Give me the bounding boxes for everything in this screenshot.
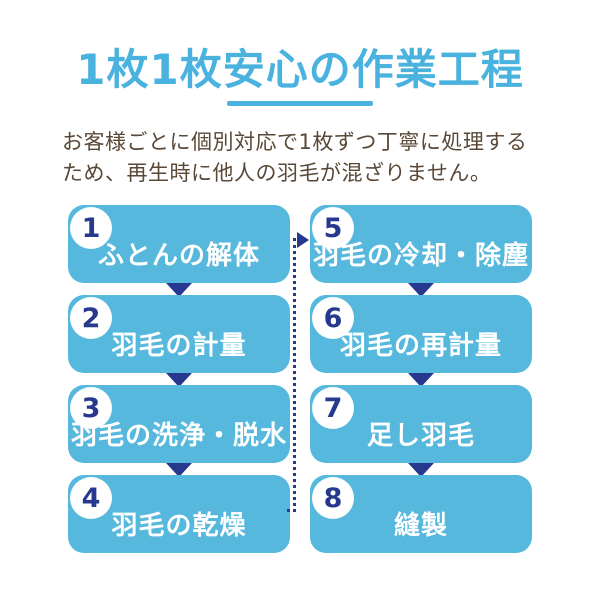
- step-box-1: 1 ふとんの解体: [68, 205, 290, 283]
- right-arrow-icon: [297, 232, 309, 248]
- step-label: 羽毛の再計量: [339, 330, 502, 361]
- down-arrow-icon: [166, 283, 192, 297]
- step4-connector-stub: [287, 509, 296, 512]
- step-number: 1: [81, 212, 101, 244]
- step-number-badge: 1: [70, 207, 112, 249]
- step-number: 4: [81, 482, 101, 514]
- step-number-badge: 2: [70, 297, 112, 339]
- intro-line-2: ため、再生時に他人の羽毛が混ざりません。: [62, 161, 492, 185]
- step-number: 7: [323, 392, 343, 424]
- down-arrow-icon: [408, 283, 434, 297]
- step-number: 8: [323, 482, 343, 514]
- step-number-badge: 4: [70, 477, 112, 519]
- page-title: 1枚1枚安心の作業工程: [76, 45, 524, 94]
- step-label: 羽毛の洗浄・脱水: [70, 420, 287, 451]
- step-number: 3: [81, 392, 101, 424]
- step-label: 足し羽毛: [366, 420, 475, 451]
- down-arrow-icon: [408, 463, 434, 477]
- step-box-5: 5 羽毛の冷却・除塵: [310, 205, 532, 283]
- step-number-badge: 7: [312, 387, 354, 429]
- flow-column-left: 1 ふとんの解体 2 羽毛の計量 3 羽毛の洗浄・脱水 4 羽毛の乾燥: [68, 205, 290, 553]
- step-number-badge: 8: [312, 477, 354, 519]
- step-box-7: 7 足し羽毛: [310, 385, 532, 463]
- step-number-badge: 5: [312, 207, 354, 249]
- step-label: 縫製: [393, 510, 448, 541]
- step-box-6: 6 羽毛の再計量: [310, 295, 532, 373]
- intro-line-1: お客様ごとに個別対応で1枚ずつ丁寧に処理する: [62, 130, 528, 154]
- step-box-8: 8 縫製: [310, 475, 532, 553]
- step-number-badge: 6: [312, 297, 354, 339]
- step-box-4: 4 羽毛の乾燥: [68, 475, 290, 553]
- down-arrow-icon: [166, 463, 192, 477]
- step-box-2: 2 羽毛の計量: [68, 295, 290, 373]
- down-arrow-icon: [408, 373, 434, 387]
- flow-column-right: 5 羽毛の冷却・除塵 6 羽毛の再計量 7 足し羽毛 8 縫製: [310, 205, 532, 553]
- step4-to-step5-connector-line: [293, 238, 296, 512]
- step-number: 5: [323, 212, 343, 244]
- step-number: 6: [323, 302, 343, 334]
- step-label: 羽毛の乾燥: [111, 510, 247, 541]
- intro-text: お客様ごとに個別対応で1枚ずつ丁寧に処理する ため、再生時に他人の羽毛が混ざりま…: [62, 127, 542, 189]
- step-box-3: 3 羽毛の洗浄・脱水: [68, 385, 290, 463]
- down-arrow-icon: [166, 373, 192, 387]
- step-number: 2: [81, 302, 101, 334]
- step-number-badge: 3: [70, 387, 112, 429]
- step-label: 羽毛の計量: [111, 330, 247, 361]
- step-label: 羽毛の冷却・除塵: [312, 240, 529, 271]
- step-label: ふとんの解体: [97, 240, 260, 271]
- title-underline: [227, 101, 373, 106]
